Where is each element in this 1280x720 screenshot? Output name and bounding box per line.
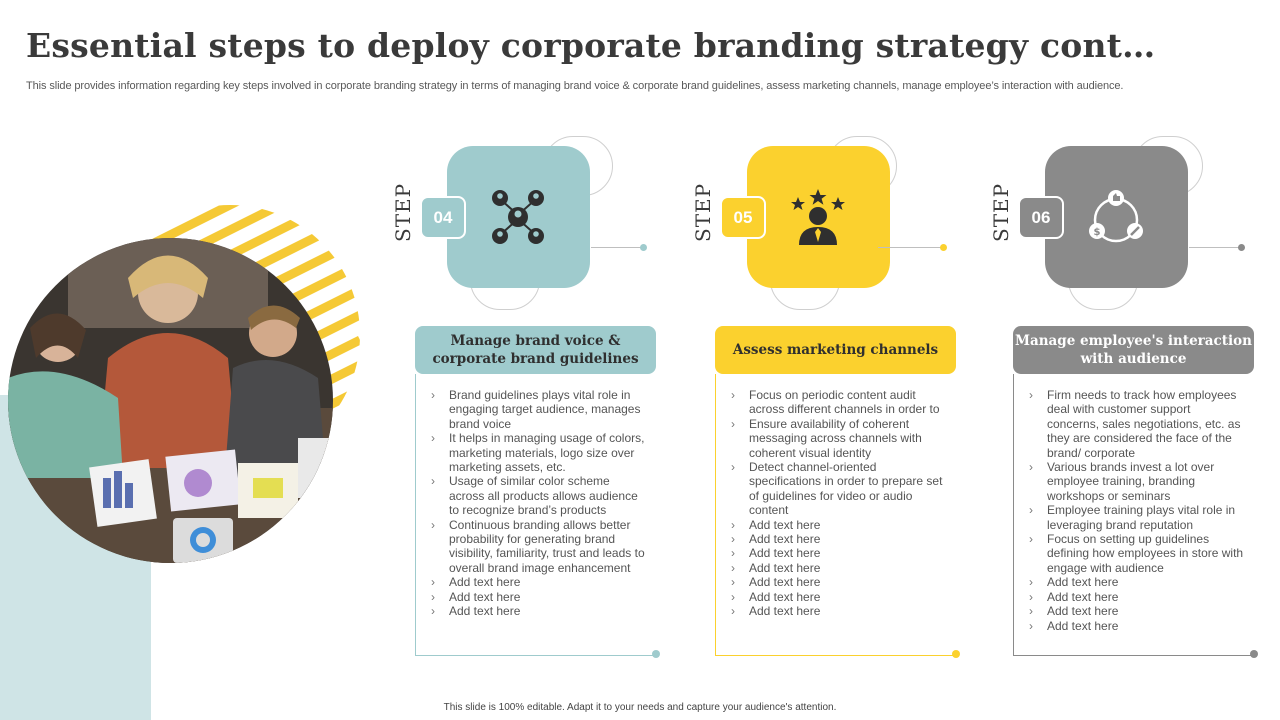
step-06-bullet-list: Firm needs to track how employees deal w… xyxy=(1029,388,1245,633)
page-title: Essential steps to deploy corporate bran… xyxy=(26,26,1156,65)
card-frame xyxy=(715,374,956,656)
footer-note: This slide is 100% editable. Adapt it to… xyxy=(443,702,837,713)
step-06-heading: Manage employee's interaction with audie… xyxy=(1013,326,1254,374)
list-item: Add text here xyxy=(1029,619,1245,634)
list-item: Ensure availability of coherent messagin… xyxy=(731,417,947,460)
list-item: Add text here xyxy=(731,575,947,590)
list-item: Brand guidelines plays vital role in eng… xyxy=(431,388,647,431)
step-04-bullet-list: Brand guidelines plays vital role in eng… xyxy=(431,388,647,619)
list-item: Various brands invest a lot over employe… xyxy=(1029,460,1245,503)
list-item: Add text here xyxy=(731,604,947,619)
step-05-number-badge: 05 xyxy=(720,196,766,239)
step-label: STEP xyxy=(691,182,715,242)
card-corner-dot xyxy=(652,650,660,658)
list-item: Add text here xyxy=(731,561,947,576)
connector-line xyxy=(1189,247,1239,248)
connector-line xyxy=(591,247,641,248)
connector-dot xyxy=(640,244,647,251)
list-item: Usage of similar color scheme across all… xyxy=(431,474,647,517)
list-item: Add text here xyxy=(731,590,947,605)
list-item: Add text here xyxy=(431,575,647,590)
step-06-column: STEP 06 $ Manage employee's interaction … xyxy=(989,130,1280,670)
list-item: Detect channel-oriented specifications i… xyxy=(731,460,947,518)
list-item: Add text here xyxy=(731,532,947,547)
svg-text:$: $ xyxy=(1094,227,1101,238)
list-item: Add text here xyxy=(1029,590,1245,605)
step-04-column: STEP 04 Manage brand voice & corporate b… xyxy=(391,130,715,670)
team-meeting-photo xyxy=(8,238,333,563)
list-item: Add text here xyxy=(1029,604,1245,619)
connector-dot xyxy=(940,244,947,251)
step-06-icon-box xyxy=(1045,146,1188,288)
list-item: Firm needs to track how employees deal w… xyxy=(1029,388,1245,460)
connector-dot xyxy=(1238,244,1245,251)
list-item: Focus on periodic content audit across d… xyxy=(731,388,947,417)
list-item: Add text here xyxy=(731,546,947,561)
page-subtitle: This slide provides information regardin… xyxy=(26,80,1124,92)
star-person-icon xyxy=(791,189,845,245)
list-item: Add text here xyxy=(431,604,647,619)
network-people-icon xyxy=(492,190,544,244)
step-05-column: STEP 05 Assess marketing channels Focus … xyxy=(691,130,1015,670)
card-corner-dot xyxy=(952,650,960,658)
cycle-icon: $ xyxy=(1089,190,1143,243)
step-04-number-badge: 04 xyxy=(420,196,466,239)
step-04-heading: Manage brand voice & corporate brand gui… xyxy=(415,326,656,374)
step-05-heading: Assess marketing channels xyxy=(715,326,956,374)
card-frame xyxy=(1013,374,1254,656)
list-item: It helps in managing usage of colors, ma… xyxy=(431,431,647,474)
list-item: Focus on setting up guidelines defining … xyxy=(1029,532,1245,575)
card-corner-dot xyxy=(1250,650,1258,658)
list-item: Add text here xyxy=(431,590,647,605)
step-06-number-badge: 06 xyxy=(1018,196,1064,239)
step-label: STEP xyxy=(391,182,415,242)
list-item: Employee training plays vital role in le… xyxy=(1029,503,1245,532)
list-item: Continuous branding allows better probab… xyxy=(431,518,647,576)
list-item: Add text here xyxy=(1029,575,1245,590)
card-frame xyxy=(415,374,656,656)
step-label: STEP xyxy=(989,182,1013,242)
step-05-bullet-list: Focus on periodic content audit across d… xyxy=(731,388,947,619)
list-item: Add text here xyxy=(731,518,947,533)
connector-line xyxy=(878,247,941,248)
